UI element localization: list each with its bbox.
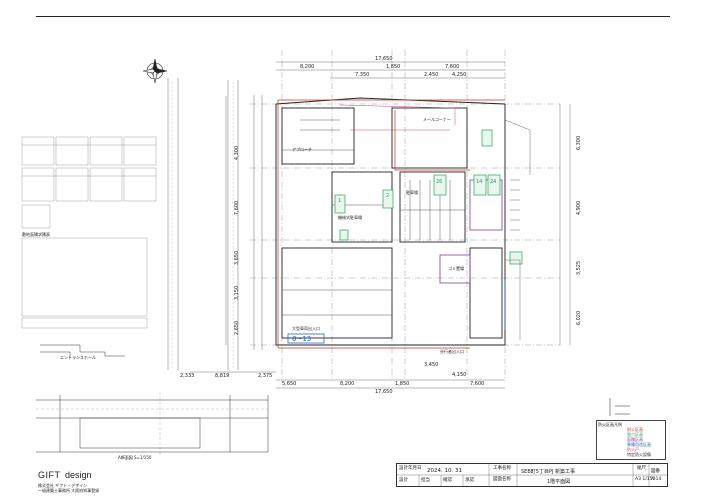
dimension-top-row2-1: 7,350	[355, 72, 370, 78]
legend-item-4: 異種用途区画	[627, 442, 651, 447]
dimension-top-1: 8,200	[300, 64, 315, 70]
car-entrance-label: 大型車両出入口	[292, 326, 320, 331]
dimension-right-4: 6,020	[576, 310, 583, 326]
dimension-top-row2-3: 4,250	[452, 72, 467, 78]
dimension-right-1: 6,300	[576, 135, 583, 151]
dimension-bottom-left-3: 2,375	[258, 373, 273, 379]
company-logo: GIFT design 株式会社 ギフト・デザイン 一級建築士事務所 大阪府知事…	[38, 465, 99, 493]
dimension-top-3: 7,600	[445, 64, 460, 70]
brand-name: GIFT	[38, 470, 61, 480]
sheet-top-border	[36, 16, 670, 17]
area-table-title: 敷地面積求積表	[22, 232, 50, 237]
scale-label: 縮尺	[637, 466, 646, 471]
project-value: SEB町5丁目PJ 新築工事	[521, 469, 576, 475]
marker-8-13: 8~13	[292, 335, 312, 343]
legend-item-1: 耐火区画	[627, 427, 643, 432]
company-line-1: 株式会社 ギフト・デザイン	[38, 483, 88, 488]
dimension-right-2: 4,900	[576, 200, 583, 216]
marker-14: 14	[476, 179, 483, 185]
dimension-right-3: 3,525	[576, 260, 583, 276]
row2-4: 承認	[465, 478, 474, 483]
dimension-bottom-right-1: 3,450	[424, 362, 439, 368]
marker-24: 24	[490, 179, 497, 185]
parking-label: 駐車場	[406, 190, 418, 195]
dimension-top-2: 1,850	[386, 64, 401, 70]
project-label: 工事名称	[493, 466, 511, 471]
drawing-label: 図面名称	[493, 477, 511, 482]
dimension-bottom-left-2: 8,819	[215, 373, 230, 379]
legend-item-3: 面積区画	[627, 437, 643, 442]
dimension-bottom-right-2: 4,150	[452, 372, 467, 378]
dimension-bottom-4: 7,600	[470, 381, 485, 387]
entrance-label: エントランスホール	[60, 355, 96, 360]
row2-1: 設計	[399, 478, 408, 483]
dimension-bottom-2: 8,200	[340, 381, 355, 387]
number-value: A-14	[651, 477, 662, 482]
marker-2: 2	[386, 193, 390, 199]
legend-title: 防火区画凡例	[598, 422, 622, 427]
dimension-left-5: 2,650	[234, 320, 241, 336]
row2-3: 確認	[443, 478, 452, 483]
dimension-overall-bottom: 17,650	[375, 389, 393, 395]
machine-room-label: 機械式駐車場	[338, 215, 362, 220]
fire-zone-legend: 防火区画凡例 耐火区画 竪穴区画 面積区画 異種用途区画 防火戸 特定防火設備	[596, 420, 666, 460]
pedestrian-label: 歩行者出入口	[440, 349, 464, 354]
dimension-left-2: 7,600	[234, 200, 241, 216]
brand-sub: design	[64, 470, 92, 480]
mail-label: メールコーナー	[423, 117, 451, 122]
garbage-label: ゴミ置場	[448, 266, 464, 271]
dimension-bottom-1: 5,650	[282, 381, 297, 387]
dimension-bottom-left-1: 2,333	[180, 373, 195, 379]
date-value: 2024. 10. 31	[427, 468, 462, 474]
dimension-bottom-3: 1,850	[395, 381, 410, 387]
title-block: 設計年月日 2024. 10. 31 工事名称 SEB町5丁目PJ 新築工事 図…	[396, 463, 668, 487]
drawing-value: 1階平面図	[547, 479, 571, 485]
number-label: 図番	[651, 469, 660, 474]
marker-26: 26	[436, 179, 443, 185]
title-block-grid	[397, 464, 667, 486]
date-label: 設計年月日	[399, 466, 422, 471]
dimension-left-1: 4,300	[234, 145, 241, 161]
company-line-2: 一級建築士事務所 大阪府知事登録	[38, 488, 100, 493]
legend-item-6: 特定防火設備	[627, 452, 651, 457]
dimension-top-row2-2: 2,450	[424, 72, 439, 78]
section-label: A断面図 S=1/150	[118, 455, 152, 460]
scale-value: A3 1/150	[635, 477, 656, 482]
north-arrow-icon	[142, 58, 168, 84]
row2-2: 担当	[421, 478, 430, 483]
dimension-overall-top: 17,650	[375, 56, 393, 62]
marker-1: 1	[338, 198, 342, 204]
dimension-left-4: 3,150	[234, 285, 241, 301]
legend-item-2: 竪穴区画	[627, 432, 643, 437]
legend-item-5: 防火戸	[627, 447, 639, 452]
approach-label: アプローチ	[292, 147, 312, 152]
dimension-left-3: 3,650	[234, 250, 241, 266]
